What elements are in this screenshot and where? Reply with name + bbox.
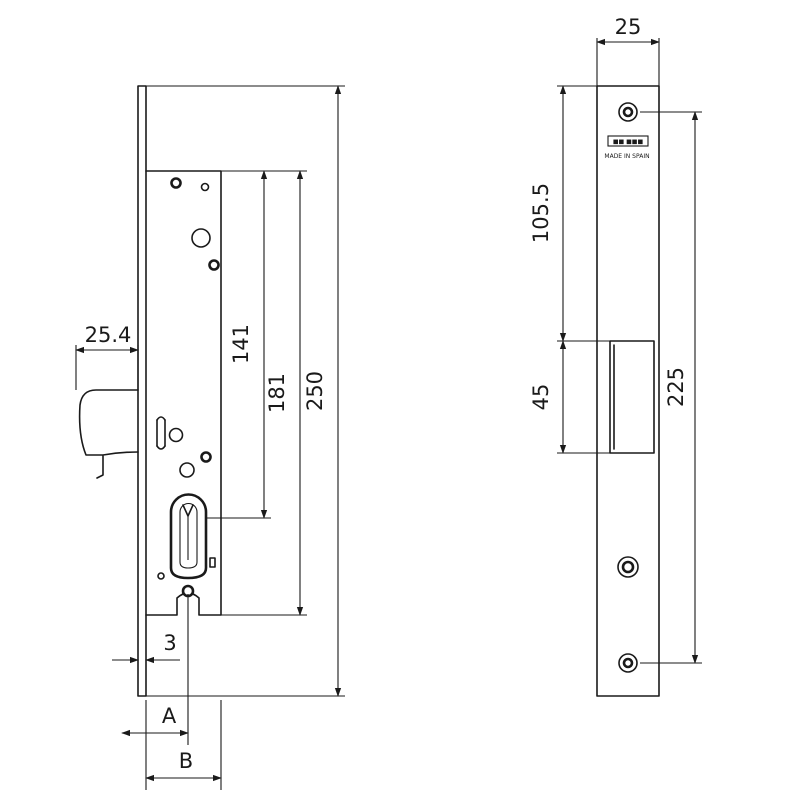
- dim-label-upper-to-latch: 105.5: [529, 183, 553, 243]
- faceplate-cylinder-screw: [617, 556, 639, 578]
- euro-profile-cylinder-icon: [169, 493, 216, 580]
- dim-label-faceplate-width: 25: [615, 15, 642, 39]
- cylinder-set-screw: [209, 557, 216, 568]
- dim-label-case-height: 250: [303, 371, 327, 411]
- front-faceplate: [596, 85, 660, 697]
- case-rivet: [200, 182, 210, 192]
- dim-label-fixing-centres: 225: [664, 367, 688, 407]
- dim-label-backset-gap: 3: [163, 631, 176, 655]
- dim-label-cylinder-to-top: 181: [265, 373, 289, 413]
- faceplate-cylinder-screw-inner: [621, 560, 635, 574]
- front-view: ■■ ■■■ MADE IN SPAIN 25 105.5 45 225: [529, 15, 702, 697]
- case-hole: [179, 462, 195, 478]
- case-hole: [168, 427, 184, 443]
- faceplate-screw-hole-top-inner: [622, 106, 634, 118]
- case-fixing-hole: [170, 177, 182, 189]
- case-slot-ends: [156, 416, 166, 450]
- svg-text:■■ ■■■: ■■ ■■■: [613, 139, 644, 146]
- dim-label-faceplate-offset: 25.4: [85, 323, 132, 347]
- front-extension-lines: [557, 38, 702, 664]
- hook-latch: [78, 389, 139, 479]
- side-faceplate: [137, 85, 147, 697]
- faceplate-brand-logo: ■■ ■■■: [607, 135, 649, 147]
- faceplate-screw-hole-bottom: [618, 653, 638, 673]
- case-rivet: [208, 259, 220, 271]
- faceplate-screw-hole-top: [618, 102, 638, 122]
- extension-lines: [75, 85, 345, 790]
- case-slot: [156, 419, 166, 447]
- case-rivet: [200, 451, 212, 463]
- dim-label-latch-height: 45: [529, 384, 553, 411]
- case-spindle-hole: [191, 228, 211, 248]
- dim-label-spindle-to-top: 141: [229, 324, 253, 364]
- faceplate-screw-hole-bottom-inner: [622, 657, 634, 669]
- latch-window: [609, 340, 655, 454]
- faceplate-origin-mark: MADE IN SPAIN: [604, 153, 649, 160]
- dim-label-backset-b: B: [179, 749, 193, 773]
- dim-label-backset-a: A: [162, 704, 177, 728]
- case-rivet: [157, 572, 165, 580]
- side-view: 25.4 141 181 250 3 A B: [75, 85, 345, 790]
